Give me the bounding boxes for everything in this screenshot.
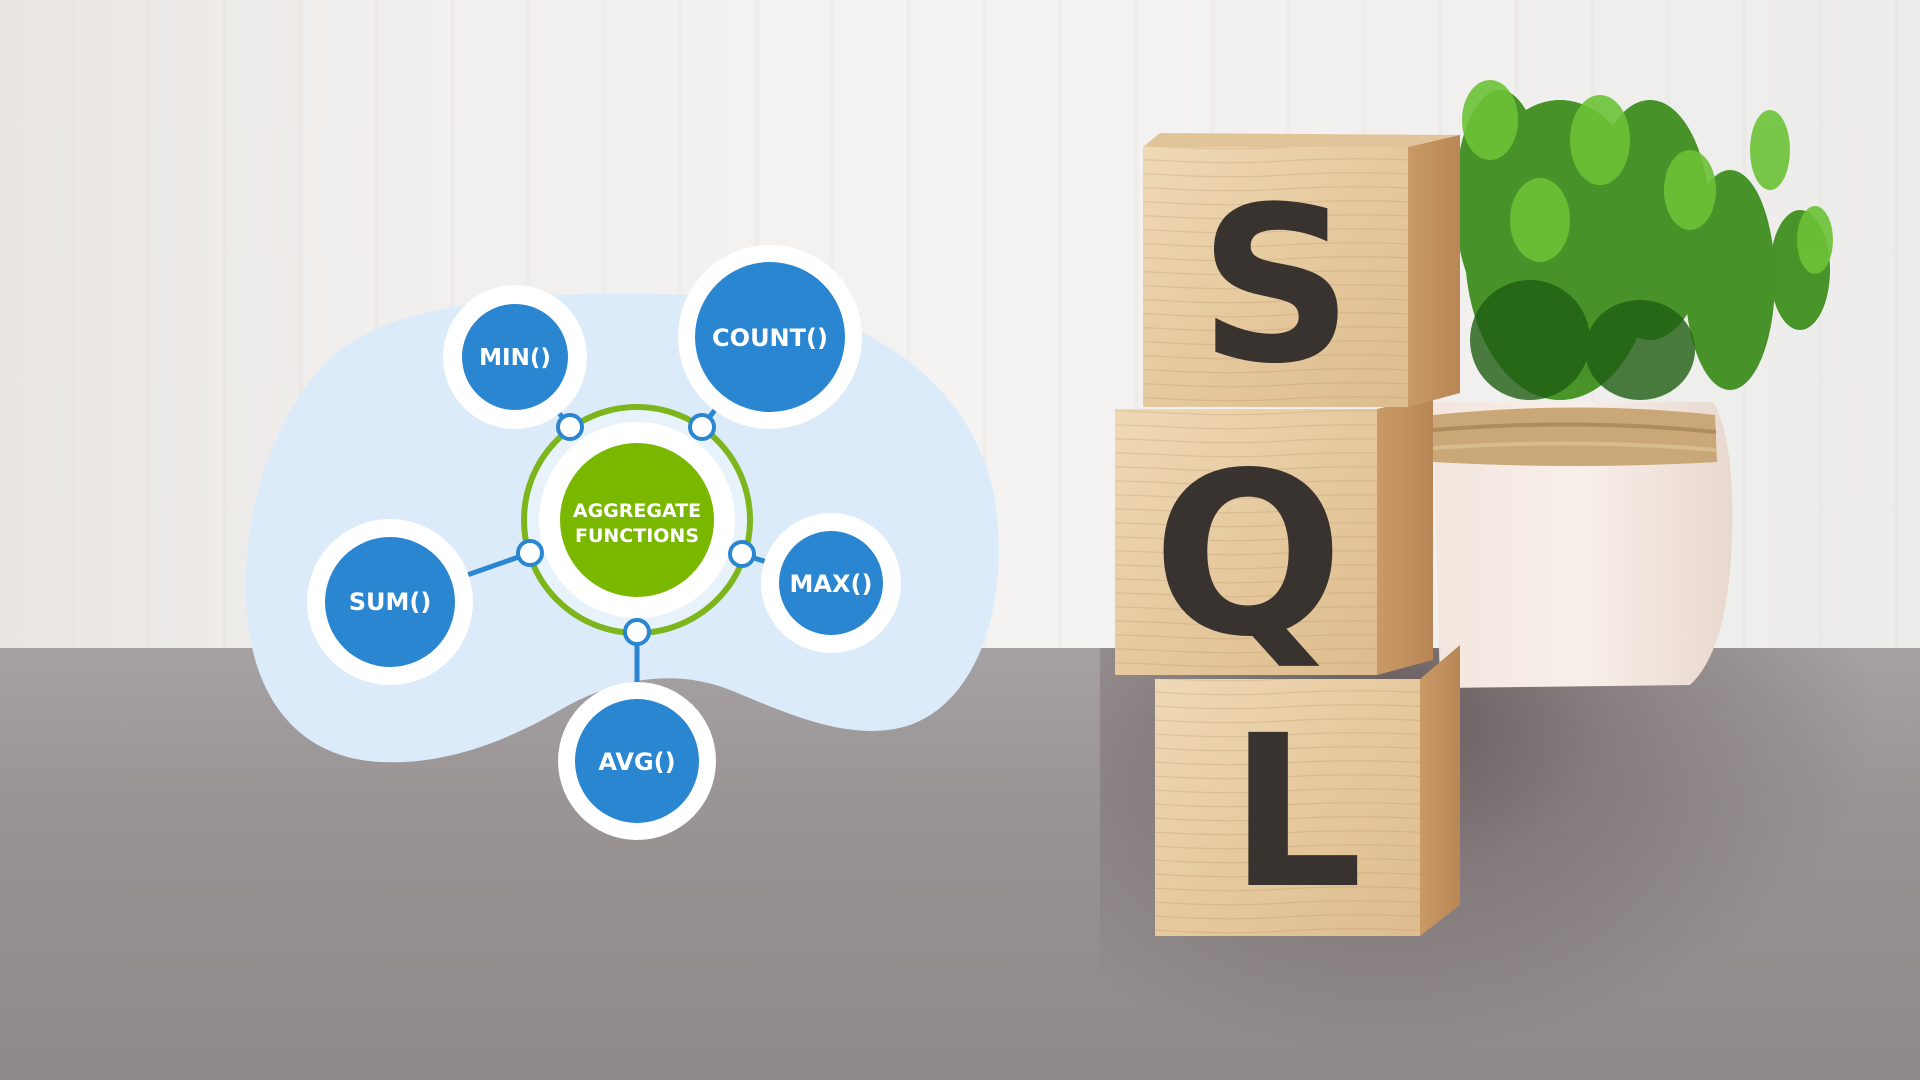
node-label: COUNT() [712,324,828,352]
block-q: Q [1115,396,1433,687]
block-letter: Q [1152,425,1343,687]
block-letter: S [1199,160,1354,411]
node-sum: SUM() [307,519,473,685]
center-label-line1: AGGREGATE [573,500,701,522]
node-label: AVG() [598,748,675,776]
node-count: COUNT() [678,245,862,429]
sql-blocks: L Q S [1115,133,1460,936]
flower-pot [1432,402,1733,688]
node-label: MAX() [790,570,873,598]
center-hub: AGGREGATE FUNCTIONS [521,404,753,636]
node-label: SUM() [349,588,432,616]
block-letter: L [1229,690,1363,935]
node-label: MIN() [479,345,551,371]
node-avg: AVG() [558,682,716,840]
node-min: MIN() [443,285,587,429]
plant [1455,80,1833,400]
block-s: S [1143,133,1460,411]
node-max: MAX() [761,513,901,653]
center-label-line2: FUNCTIONS [575,525,699,547]
connector-dots [516,413,756,646]
block-l: L [1155,645,1460,936]
